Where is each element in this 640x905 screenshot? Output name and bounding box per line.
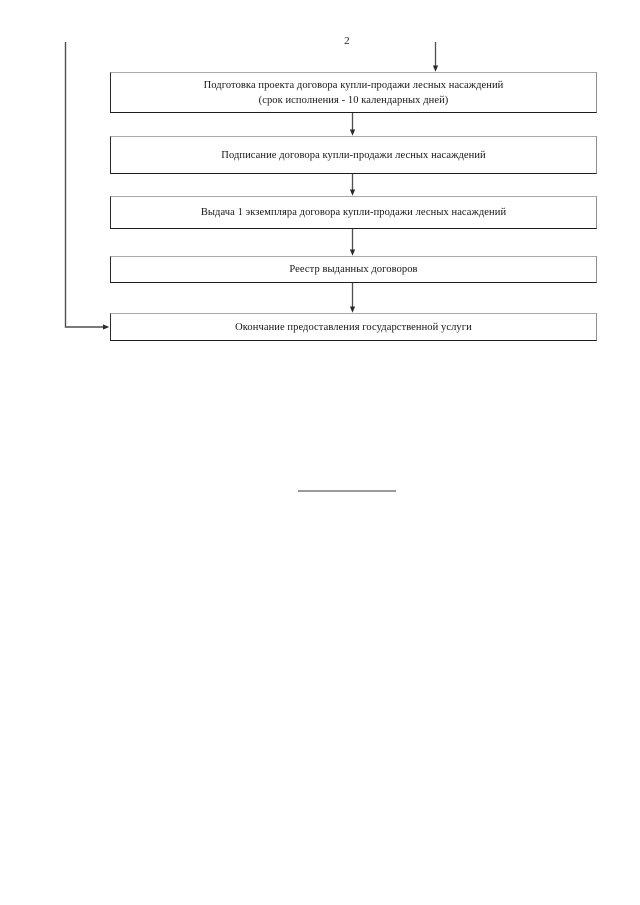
flow-node-issue-contract-copy: Выдача 1 экземпляра договора купли-прода… <box>110 196 597 229</box>
flow-node-label: Реестр выданных договоров <box>289 264 418 275</box>
page-number: 2 <box>344 35 350 47</box>
flow-node-label: Подготовка проекта договора купли-продаж… <box>203 79 504 106</box>
flow-node-service-end: Окончание предоставления государственной… <box>110 313 597 341</box>
flow-node-prepare-contract-draft: Подготовка проекта договора купли-продаж… <box>110 72 597 113</box>
flow-node-sign-contract: Подписание договора купли-продажи лесных… <box>110 136 597 174</box>
flow-node-label: Выдача 1 экземпляра договора купли-прода… <box>200 207 507 218</box>
footer-separator-rule <box>298 490 396 492</box>
flow-node-label: Окончание предоставления государственной… <box>235 321 472 333</box>
edge-bypass-to-final <box>64 42 110 330</box>
flow-node-contracts-registry: Реестр выданных договоров <box>110 256 597 283</box>
flow-node-label: Подписание договора купли-продажи лесных… <box>221 149 486 161</box>
